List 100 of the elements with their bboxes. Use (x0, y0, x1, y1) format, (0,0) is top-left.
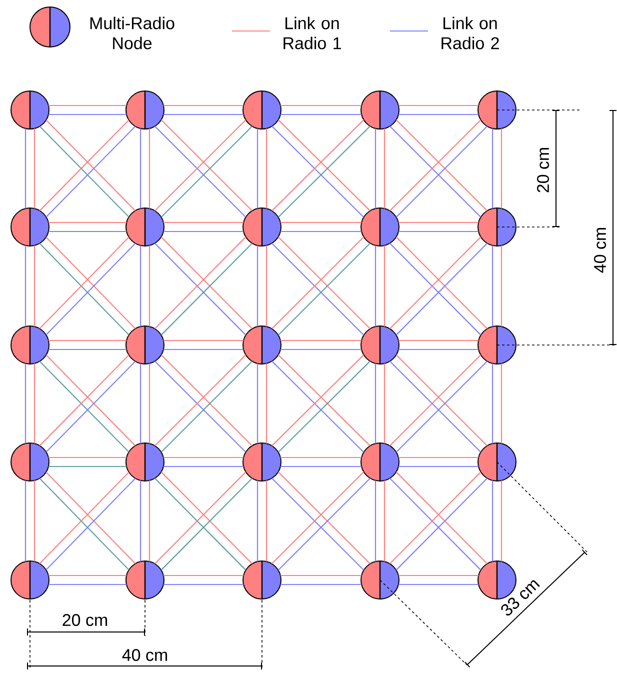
link-line (148, 245, 150, 327)
link-line (280, 340, 362, 342)
link-line (34, 363, 36, 444)
link-line (148, 363, 150, 444)
link-line (492, 480, 494, 562)
link-line (398, 340, 479, 342)
radio-node (478, 326, 516, 364)
radio-node (242, 326, 282, 364)
link-line (48, 584, 127, 586)
link-line (163, 230, 244, 232)
link-line (266, 128, 268, 209)
link-line (374, 480, 376, 562)
link-line (34, 128, 36, 209)
link-line (398, 348, 479, 350)
link-line (48, 104, 127, 106)
link-line (280, 104, 362, 106)
link-line (374, 363, 376, 444)
link-line (384, 128, 386, 209)
link-line (48, 222, 127, 224)
radio-node (126, 560, 164, 600)
radio-node (126, 442, 164, 482)
link-line (163, 574, 244, 576)
link-line (140, 245, 142, 327)
radio-node (10, 208, 50, 246)
link-line (492, 245, 494, 327)
radio-node (10, 442, 50, 482)
link-line (163, 114, 244, 116)
legend-label: Multi-Radio Node (90, 16, 174, 50)
link-line (148, 128, 150, 209)
link-line (256, 128, 258, 209)
link-line (48, 456, 127, 458)
link-line (398, 230, 479, 232)
link-line (34, 245, 36, 327)
link-line (163, 348, 244, 350)
link-line (266, 363, 268, 444)
link-line (398, 104, 479, 106)
link-line (163, 104, 244, 106)
radio-node (478, 560, 516, 600)
radio-node (126, 326, 164, 364)
radio-node (478, 442, 516, 482)
link-line (266, 480, 268, 562)
link-line (500, 363, 502, 444)
radio-node (360, 442, 400, 482)
link-line (280, 348, 362, 350)
link-line (384, 363, 386, 444)
link-line (163, 584, 244, 586)
link-line (492, 128, 494, 209)
link-line (163, 222, 244, 224)
dimension-label: 33 cm (501, 580, 540, 616)
link-line (48, 114, 127, 116)
radio-node (242, 560, 282, 600)
link-line (48, 466, 127, 468)
link-line (48, 574, 127, 576)
link-line (24, 480, 26, 562)
link-line (163, 466, 244, 468)
radio-node (360, 560, 400, 600)
legend-label: Link on Radio 2 (442, 16, 499, 50)
radio-node (10, 560, 50, 600)
dimension-label: 20 cm (62, 614, 108, 626)
link-line (24, 363, 26, 444)
link-line (256, 245, 258, 327)
link-line (398, 222, 479, 224)
radio-node (10, 326, 50, 364)
link-line (500, 128, 502, 209)
link-line (48, 340, 127, 342)
link-line (266, 245, 268, 327)
radio-node (360, 326, 400, 364)
radio-node (242, 442, 282, 482)
radio-node (360, 90, 400, 130)
link-line (280, 222, 362, 224)
link-line (280, 584, 362, 586)
link-line (256, 363, 258, 444)
link-line (48, 348, 127, 350)
link-line (24, 128, 26, 209)
link-line (48, 230, 127, 232)
link-line (492, 363, 494, 444)
radio-node (10, 90, 50, 130)
radio-node (242, 90, 282, 130)
link-line (280, 230, 362, 232)
link-line (374, 245, 376, 327)
link-line (163, 456, 244, 458)
dimension-label: 40 cm (122, 648, 168, 662)
radio-node (126, 208, 164, 246)
link-line (140, 480, 142, 562)
link-line (140, 363, 142, 444)
link-line (398, 466, 479, 468)
link-line (500, 480, 502, 562)
radio-node (478, 90, 516, 130)
link-line (384, 480, 386, 562)
legend-label: Link on Radio 1 (284, 16, 341, 50)
link-line (280, 574, 362, 576)
link-line (163, 340, 244, 342)
link-line (140, 128, 142, 209)
dimension-label: 20 cm (536, 148, 550, 192)
link-line (148, 480, 150, 562)
radio-node (242, 208, 282, 246)
link-line (256, 480, 258, 562)
link-line (24, 245, 26, 327)
link-line (34, 480, 36, 562)
radio-node (126, 90, 164, 130)
